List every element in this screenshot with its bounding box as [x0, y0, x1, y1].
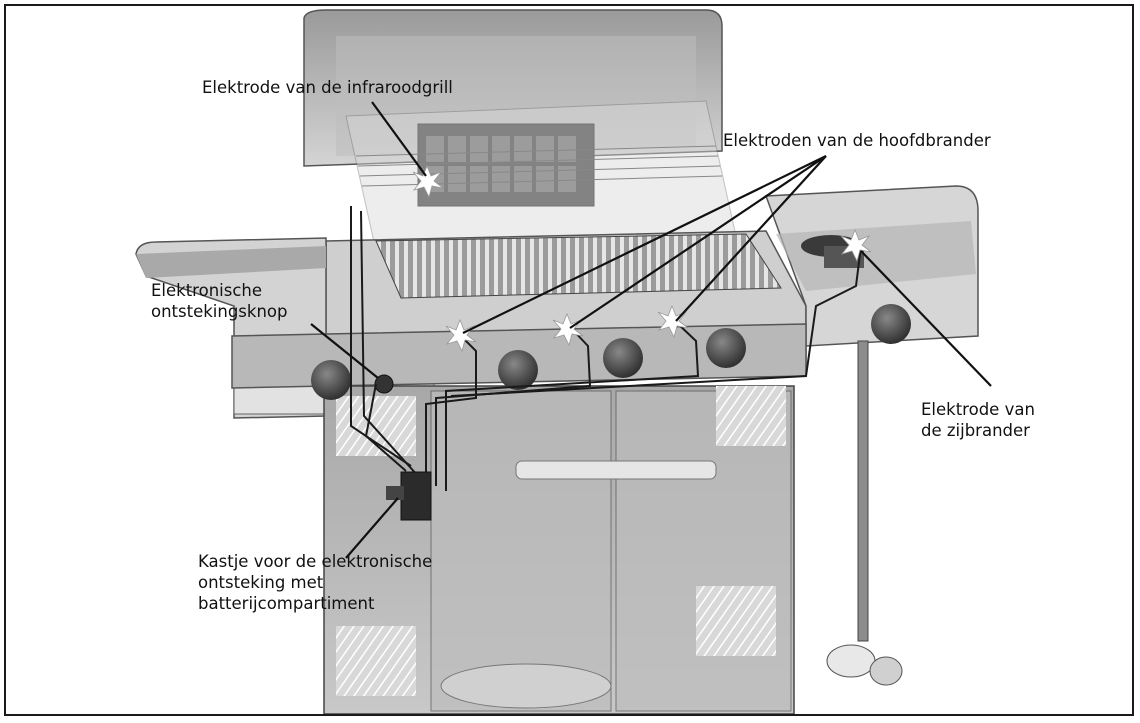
diagram-frame: Elektrode van de infraroodgrill Elektrod…	[4, 4, 1134, 716]
label-ignition-button-line1: Elektronische	[151, 281, 263, 300]
label-infrared-electrode: Elektrode van de infraroodgrill	[202, 78, 453, 97]
callout-lines	[310, 101, 992, 559]
control-knobs	[311, 304, 911, 400]
callout-main-burner-2	[569, 155, 827, 329]
grill-lid	[303, 9, 737, 252]
label-ignition-box-line3: batterijcompartiment	[198, 594, 375, 613]
label-ignition-button-line2: ontstekingsknop	[151, 302, 288, 321]
right-side-shelf	[764, 185, 979, 686]
label-ignition-button: Elektronische ontstekingsknop	[151, 280, 288, 322]
callout-ignition-box	[345, 497, 399, 559]
ignition-module-box	[386, 471, 432, 521]
callout-main-burner-1	[462, 155, 827, 334]
label-side-burner-line2: de zijbrander	[921, 421, 1030, 440]
callout-ignition-button	[310, 323, 379, 379]
label-ignition-box: Kastje voor de elektronische ontsteking …	[198, 551, 432, 614]
callout-main-burner-3	[675, 155, 827, 322]
label-side-burner: Elektrode van de zijbrander	[921, 399, 1035, 441]
callout-infrared	[371, 101, 427, 177]
callout-side-burner	[860, 250, 992, 387]
label-ignition-box-line2: ontsteking met	[198, 573, 324, 592]
spark-markers	[412, 164, 872, 353]
label-side-burner-line1: Elektrode van	[921, 400, 1035, 419]
cabinet	[323, 385, 795, 714]
label-main-burner-electrodes: Elektroden van de hoofdbrander	[723, 131, 991, 150]
grill-illustration	[135, 9, 992, 714]
ignition-wires	[350, 206, 862, 491]
label-ignition-box-line1: Kastje voor de elektronische	[198, 552, 433, 571]
